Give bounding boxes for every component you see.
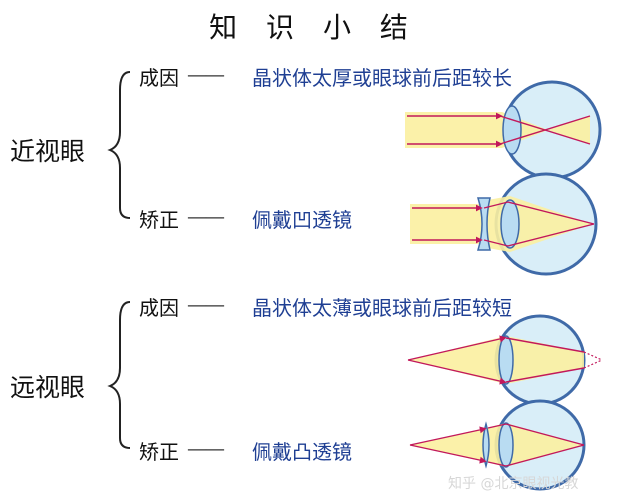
hyperopia-lens xyxy=(498,335,514,385)
hyperopia-cause-label: 成因 xyxy=(139,296,179,320)
myopia-cause-label: 成因 xyxy=(139,66,179,90)
page-title: 知 识 小 结 xyxy=(209,11,418,44)
hyperopia-eye-diagram xyxy=(407,314,603,406)
hyperopia-label: 远视眼 xyxy=(10,373,86,402)
myopia-corrected-lens xyxy=(500,199,520,249)
hyperopia-fix-text: 佩戴凸透镜 xyxy=(252,440,352,464)
myopia-cause-dash: —— xyxy=(187,62,225,86)
myopia-cause-text: 晶状体太厚或眼球前后距较长 xyxy=(252,66,512,90)
hyperopia-fix-dash: —— xyxy=(187,436,225,460)
hyperopia-corrected-eye-diagram xyxy=(409,399,586,491)
myopia-brace xyxy=(107,71,131,219)
watermark: 知乎 @北京眼视光教 xyxy=(448,476,579,492)
myopia-corrected-eye-diagram xyxy=(410,172,598,276)
hyperopia-cause-dash: —— xyxy=(187,292,225,316)
myopia-fix-text: 佩戴凹透镜 xyxy=(252,208,352,232)
myopia-fix-dash: —— xyxy=(187,204,225,228)
myopia-fix-label: 矫正 xyxy=(139,208,179,232)
convex-lens xyxy=(482,421,490,469)
hyperopia-cause-text: 晶状体太薄或眼球前后距较短 xyxy=(252,296,512,320)
myopia-eye-diagram xyxy=(405,80,602,180)
myopia-lens xyxy=(502,105,522,155)
myopia-label: 近视眼 xyxy=(10,137,86,166)
hyperopia-brace xyxy=(107,301,131,449)
hyperopia-fix-label: 矫正 xyxy=(139,440,179,464)
hyperopia-corrected-lens xyxy=(498,422,514,468)
